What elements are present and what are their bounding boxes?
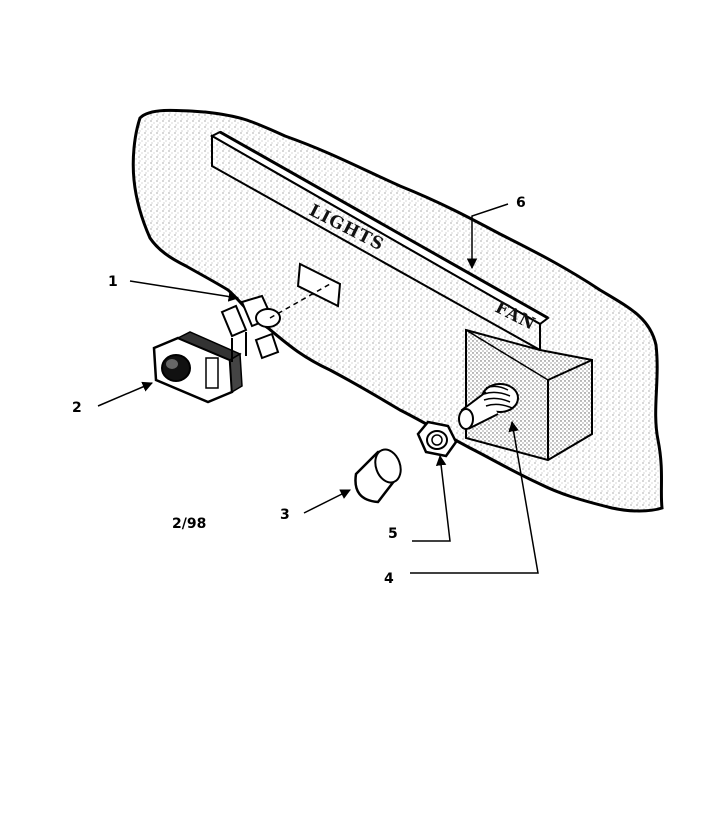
fan-control-housing [465,328,593,462]
leader-5 [412,454,451,542]
leader-3 [303,489,351,514]
date-code: 2/98 [172,516,206,532]
callout-5: 5 [388,526,398,542]
hex-nut [416,420,458,458]
callout-6: 6 [516,195,526,211]
callout-1: 1 [108,274,118,290]
leader-6 [466,203,509,270]
control-shaft [458,383,519,430]
leader-4 [410,420,539,574]
label-strip-edge [219,130,549,320]
control-knob [354,448,402,504]
callout-4: 4 [384,571,394,587]
rocker-switch [152,331,243,404]
control-panel [131,108,664,513]
alignment-line [269,283,331,319]
callout-2: 2 [72,400,82,416]
callout-3: 3 [280,507,290,523]
wire-connectors [220,294,281,362]
switch-opening [296,262,342,308]
leader-2 [97,381,153,407]
leader-1 [129,280,240,302]
